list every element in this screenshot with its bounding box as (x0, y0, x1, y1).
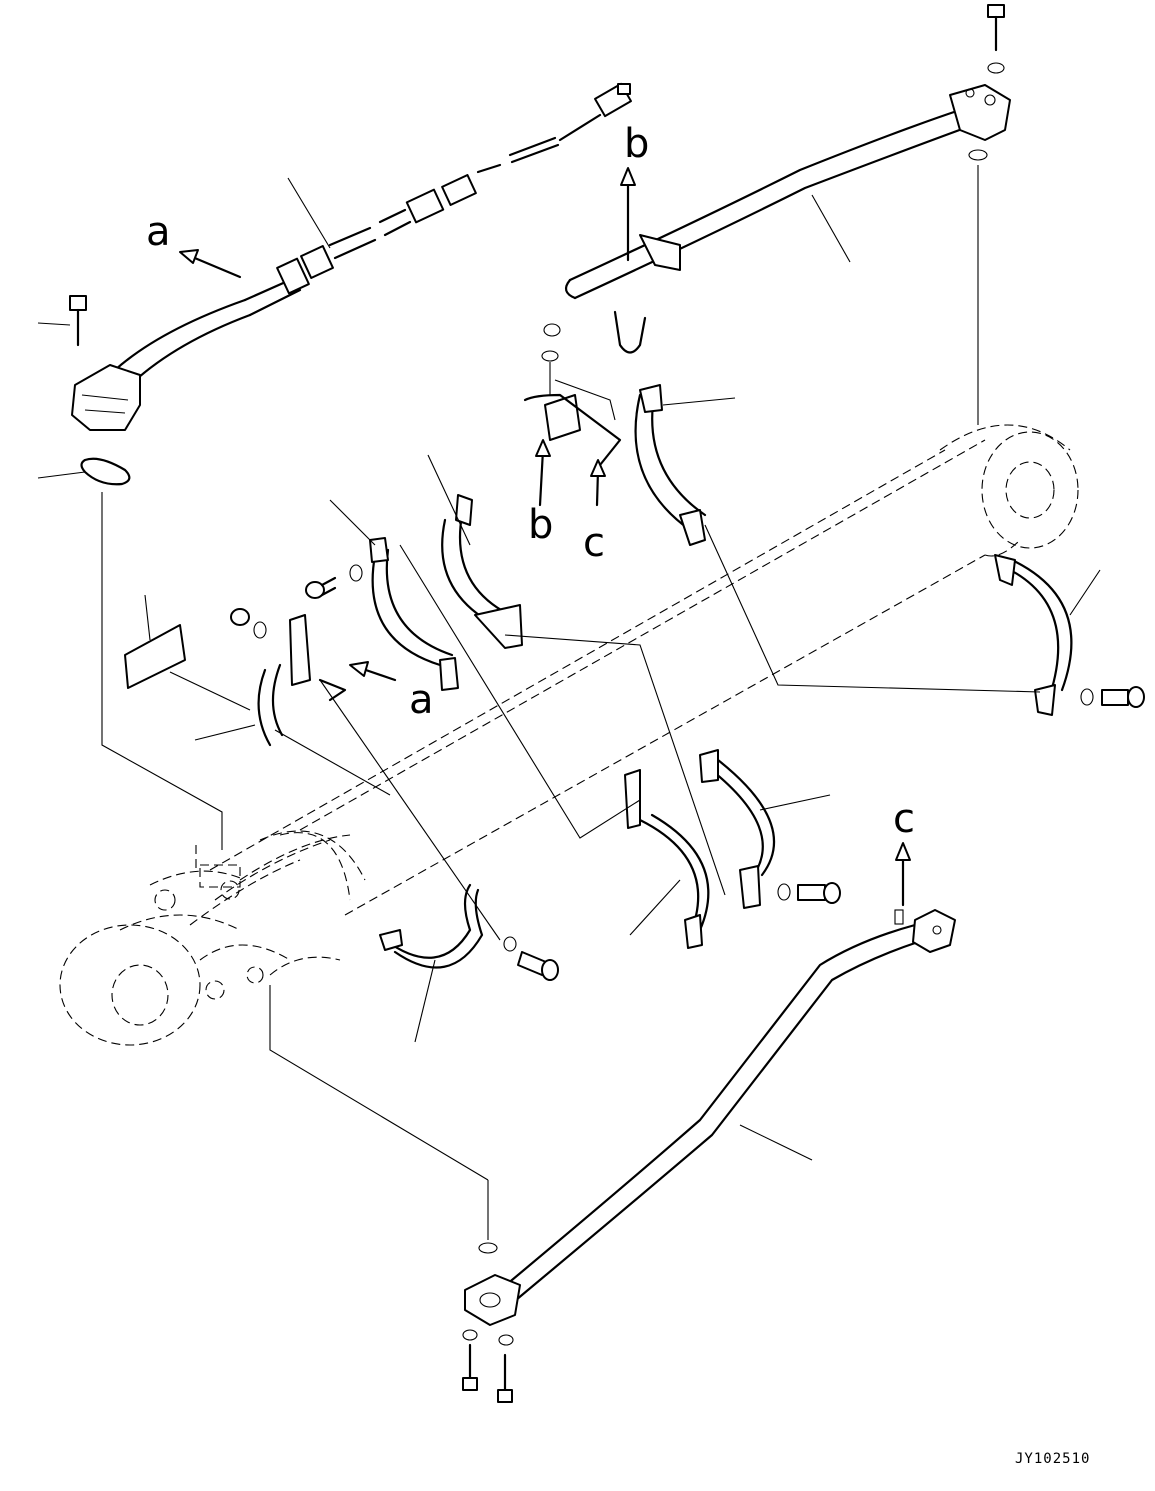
hose-assembly (69, 82, 632, 486)
upper-tube (564, 4, 1011, 425)
lower-tube (462, 909, 956, 1403)
callout-letter-a-lower: a (409, 677, 434, 723)
callout-letter-b-lower: b (528, 502, 553, 548)
fasteners (230, 564, 1145, 981)
leader-lines (37, 177, 1101, 1181)
callout-letter-c-lower: c (893, 796, 915, 842)
clamps (257, 384, 1073, 969)
identification-label (124, 624, 186, 689)
callout-letter-b-upper: b (624, 121, 649, 167)
drawing-code: JY102510 (1015, 1451, 1090, 1467)
callout-letters: a a b b c c (146, 121, 915, 842)
bracket-block (523, 323, 622, 467)
callout-letter-a-upper: a (146, 209, 171, 255)
hydraulic-cylinder (59, 424, 1079, 1046)
reference-arrows (179, 167, 911, 907)
callout-letter-c-upper: c (583, 520, 605, 566)
